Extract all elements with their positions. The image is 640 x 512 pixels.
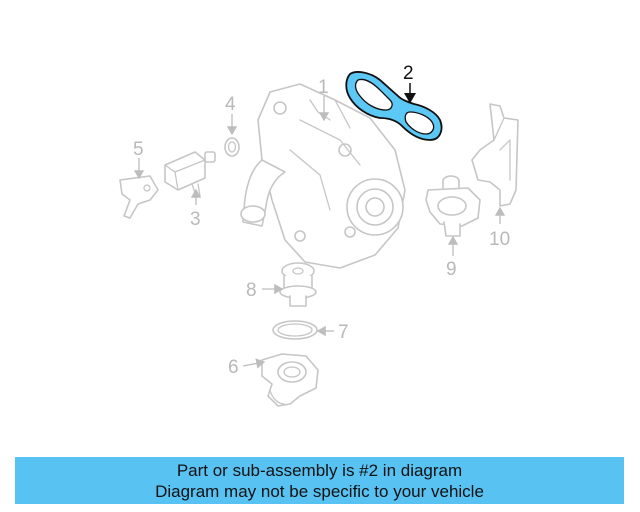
callout-3: 3	[190, 209, 201, 230]
leader-line-6	[242, 358, 266, 369]
thermostat-part-8	[279, 262, 317, 307]
callout-8: 8	[246, 280, 257, 301]
gasket-part-2	[345, 71, 443, 141]
callout-4: 4	[225, 94, 236, 115]
o-ring-part-4	[224, 137, 240, 157]
callout-2: 2	[403, 63, 414, 84]
coolant-flange-part-6	[261, 353, 319, 407]
seal-ring-part-7	[272, 320, 318, 340]
callout-6: 6	[228, 357, 239, 378]
callout-10: 10	[489, 229, 510, 250]
banner-line-part-number: Part or sub-assembly is #2 in diagram	[176, 460, 463, 480]
callout-5: 5	[133, 139, 144, 160]
callout-1: 1	[318, 77, 329, 98]
banner-line-disclaimer: Diagram may not be specific to your vehi…	[155, 481, 484, 501]
water-pump-housing-part-1	[240, 83, 406, 269]
info-banner: Part or sub-assembly is #2 in diagram Di…	[15, 457, 624, 504]
callout-7: 7	[338, 322, 349, 343]
mounting-bracket-part-10	[471, 103, 519, 207]
auxiliary-pump-part-9	[425, 175, 481, 237]
sensor-part-3	[164, 151, 216, 197]
bracket-part-5	[119, 175, 159, 219]
parts-diagram: 1 2 3 4 5 6 7 8 9 10	[119, 63, 519, 407]
callout-9: 9	[446, 259, 457, 280]
